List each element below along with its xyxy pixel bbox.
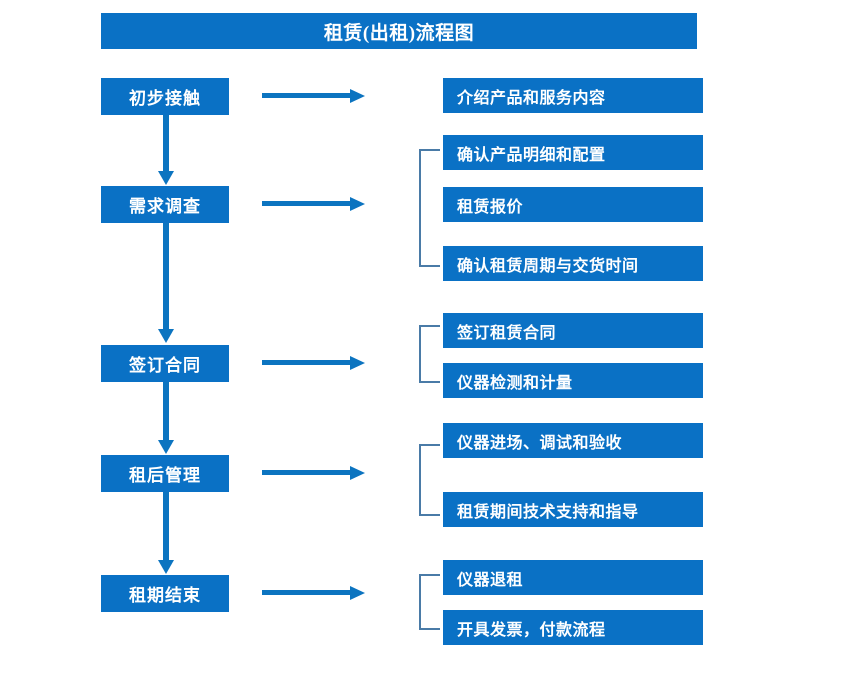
vertical-arrow-1 [155,115,177,187]
horizontal-arrow-4 [262,465,366,481]
task-box-g1-1[interactable]: 介绍产品和服务内容 [443,78,703,113]
task-box-g4-2[interactable]: 租赁期间技术支持和指导 [443,492,703,527]
horizontal-arrow-1 [262,88,366,104]
stage-box-1[interactable]: 初步接触 [101,78,229,115]
group-bracket-4 [418,444,442,516]
page-title: 租赁(出租)流程图 [101,13,697,49]
stage-box-4[interactable]: 租后管理 [101,455,229,492]
task-box-g5-2[interactable]: 开具发票，付款流程 [443,610,703,645]
stage-box-5[interactable]: 租期结束 [101,575,229,612]
task-box-g4-1[interactable]: 仪器进场、调试和验收 [443,423,703,458]
horizontal-arrow-5 [262,585,366,601]
horizontal-arrow-3 [262,355,366,371]
task-box-g2-3[interactable]: 确认租赁周期与交货时间 [443,246,703,281]
task-box-g2-1[interactable]: 确认产品明细和配置 [443,135,703,170]
task-box-g3-1[interactable]: 签订租赁合同 [443,313,703,348]
group-bracket-2 [418,149,442,267]
group-bracket-3 [418,325,442,383]
vertical-arrow-4 [155,492,177,576]
stage-box-3[interactable]: 签订合同 [101,345,229,382]
task-box-g3-2[interactable]: 仪器检测和计量 [443,363,703,398]
stage-box-2[interactable]: 需求调查 [101,186,229,223]
task-box-g2-2[interactable]: 租赁报价 [443,187,703,222]
vertical-arrow-3 [155,382,177,456]
task-box-g5-1[interactable]: 仪器退租 [443,560,703,595]
horizontal-arrow-2 [262,196,366,212]
vertical-arrow-2 [155,223,177,345]
group-bracket-5 [418,574,442,630]
